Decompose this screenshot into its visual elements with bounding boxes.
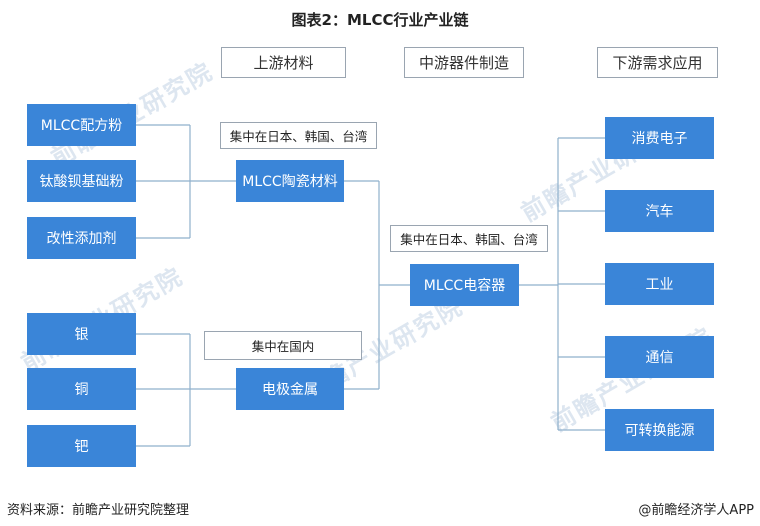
input-mlcc-formula-powder: MLCC配方粉 [27, 104, 136, 146]
input-barium-titanate-powder: 钛酸钡基础粉 [27, 160, 136, 202]
header-upstream: 上游材料 [221, 47, 346, 78]
note-mlcc-location: 集中在日本、韩国、台湾 [390, 225, 548, 252]
application-industrial: 工业 [605, 263, 714, 305]
note-electrode-location: 集中在国内 [204, 331, 362, 360]
header-midstream: 中游器件制造 [404, 47, 524, 78]
application-communication: 通信 [605, 336, 714, 378]
application-automotive: 汽车 [605, 190, 714, 232]
product-mlcc-capacitor: MLCC电容器 [410, 264, 519, 306]
input-modifier-additive: 改性添加剂 [27, 217, 136, 259]
material-electrode-metal: 电极金属 [236, 368, 344, 410]
figure-title: 图表2：MLCC行业产业链 [291, 11, 469, 29]
source-note: 资料来源：前瞻产业研究院整理 [7, 503, 190, 518]
input-palladium: 钯 [27, 425, 136, 467]
note-ceramic-location: 集中在日本、韩国、台湾 [220, 122, 377, 149]
material-mlcc-ceramic: MLCC陶瓷材料 [236, 160, 344, 202]
application-convertible-energy: 可转换能源 [605, 409, 714, 451]
input-silver: 银 [27, 313, 136, 355]
header-downstream: 下游需求应用 [597, 47, 718, 78]
application-consumer-electronics: 消费电子 [605, 117, 714, 159]
credit-note: @前瞻经济学人APP [638, 503, 754, 518]
input-copper: 铜 [27, 368, 136, 410]
